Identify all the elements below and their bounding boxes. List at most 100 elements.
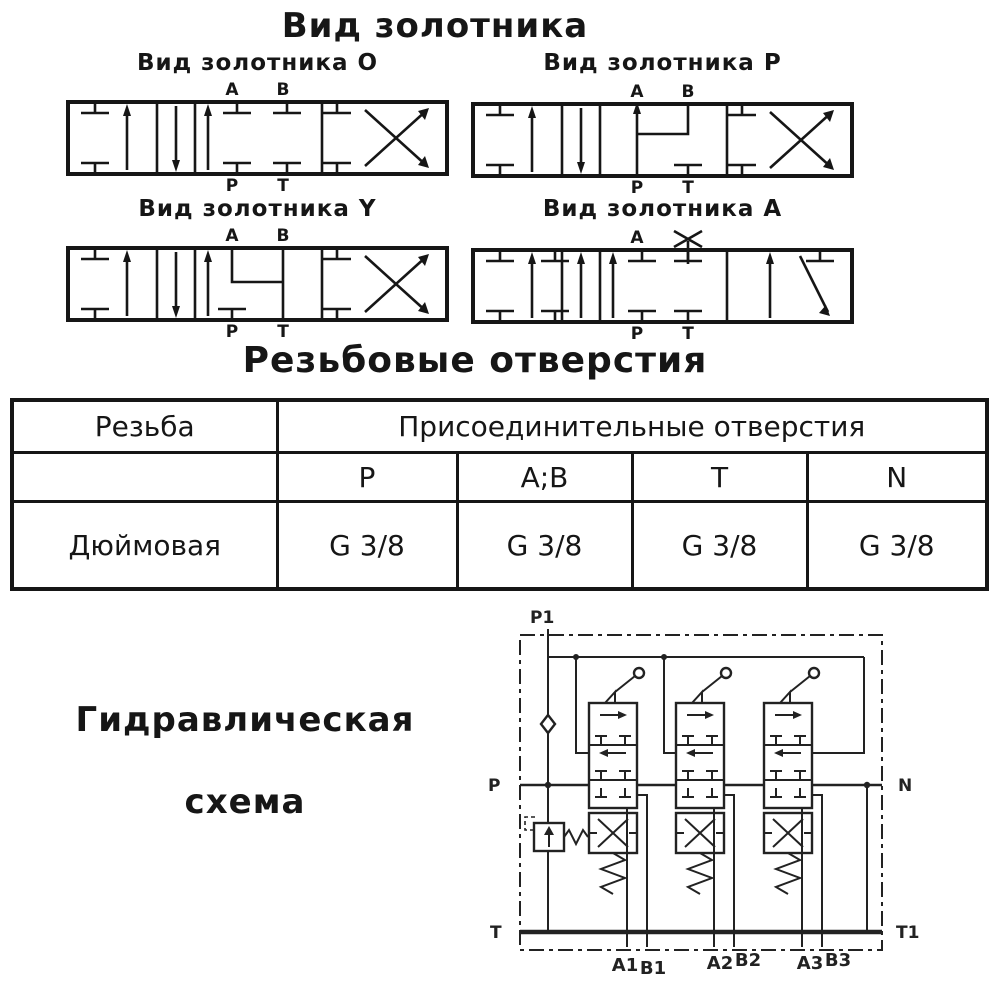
col-header-thread: Резьба	[10, 398, 279, 454]
valve-y-port-t: T	[277, 322, 289, 340]
valve-y-port-p: P	[226, 322, 238, 340]
blocked-port-icon	[628, 250, 656, 322]
hydraulic-scheme-diagram: P1 P N T T1 A1 B1 A2 B2 A3 B3	[488, 608, 919, 979]
valve-section-2	[674, 666, 733, 896]
valve-position-dividers	[560, 104, 729, 176]
valve-y-port-b: B	[277, 226, 290, 246]
up-arrow-icon	[609, 252, 617, 264]
table-row: P A;B T N	[10, 451, 989, 503]
sub-header-p: P	[275, 451, 459, 503]
monoblock-boundary	[519, 634, 883, 951]
port-label-a2: A2	[707, 953, 733, 974]
valve-y-port-a: A	[225, 226, 239, 246]
bent-connection	[230, 248, 285, 320]
valve-section-1	[587, 666, 646, 896]
crossed-flow-icon	[364, 109, 428, 167]
valve-section-3	[762, 666, 821, 896]
port-label-a3: A3	[797, 953, 823, 974]
blocked-port-icon	[323, 102, 351, 174]
blocked-port-icon	[486, 104, 514, 176]
valve-p-title: Вид золотника P	[543, 50, 782, 76]
blocked-port-icon	[81, 102, 109, 174]
blocked-port-icon	[323, 248, 351, 320]
valve-a-port-a: A	[630, 228, 644, 248]
up-arrow-icon	[528, 252, 536, 264]
sub-header-n: N	[805, 451, 989, 503]
blocked-port-icon	[541, 250, 569, 322]
crossed-flow-icon	[769, 111, 833, 169]
table-row: Резьба Присоединительные отверстия	[10, 398, 989, 454]
work-port-lines-3	[801, 794, 823, 947]
valve-p-port-t: T	[682, 178, 694, 196]
up-arrow-icon	[123, 250, 131, 262]
valve-body	[471, 248, 854, 324]
valve-o-port-t: T	[277, 176, 289, 194]
port-label-b2: B2	[735, 950, 761, 971]
blocked-port-icon	[223, 102, 251, 174]
up-arrow-icon	[766, 252, 774, 264]
valve-a-port-t: T	[682, 324, 694, 342]
valve-o-diagram: A B P T	[66, 80, 449, 194]
up-arrow-icon	[204, 250, 212, 262]
pilot-line	[524, 816, 538, 831]
hydraulic-scheme-title-line1: Гидравлическая	[75, 700, 415, 740]
port-label-p1: P1	[530, 608, 554, 628]
up-arrow-icon	[633, 102, 641, 114]
sub-header-t: T	[630, 451, 809, 503]
blocked-port-icon	[273, 102, 301, 174]
relief-valve	[524, 816, 589, 853]
valve-o-port-p: P	[226, 176, 238, 194]
value-n: G 3/8	[805, 500, 989, 591]
valve-p-port-b: B	[682, 82, 695, 102]
empty-cell	[10, 451, 279, 503]
up-arrow-icon	[528, 106, 536, 118]
valve-o-port-b: B	[277, 80, 290, 100]
valve-body	[471, 102, 854, 178]
valve-position-dividers	[155, 248, 324, 320]
valve-position-dividers	[155, 102, 324, 174]
port-label-n: N	[898, 776, 912, 796]
valve-p-port-p: P	[631, 178, 643, 196]
valve-p-port-a: A	[630, 82, 644, 102]
value-t: G 3/8	[630, 500, 809, 591]
threaded-holes-title: Резьбовые отверстия	[242, 340, 708, 381]
valve-body	[66, 246, 449, 322]
up-arrow-icon	[577, 252, 585, 264]
up-arrow-icon	[204, 104, 212, 116]
port-label-t: T	[490, 923, 502, 943]
row-label-inch: Дюймовая	[10, 500, 279, 591]
relief-spring-icon	[563, 828, 589, 847]
diagonal-flow-icon	[798, 255, 830, 313]
bent-connection	[637, 104, 690, 136]
threaded-holes-table: Резьба Присоединительные отверстия P A;B…	[10, 398, 990, 591]
work-port-lines-1	[626, 794, 648, 947]
blocked-port-icon	[806, 250, 834, 263]
blocked-port-icon	[674, 163, 702, 176]
table-row: Дюймовая G 3/8 G 3/8 G 3/8 G 3/8	[10, 500, 989, 591]
down-arrow-icon	[172, 160, 180, 172]
port-label-p: P	[488, 776, 500, 796]
port-label-b1: B1	[640, 958, 666, 979]
valve-a-port-p: P	[631, 324, 643, 342]
crossed-flow-icon	[364, 255, 428, 313]
down-arrow-icon	[577, 162, 585, 174]
blocked-port-icon	[486, 250, 514, 322]
value-ab: G 3/8	[455, 500, 634, 591]
valve-a-title: Вид золотника A	[542, 196, 783, 222]
valve-o-port-a: A	[225, 80, 239, 100]
page-title: Вид золотника	[281, 6, 589, 46]
pilot-distribution-line	[548, 656, 865, 754]
valve-a-diagram: A P T	[471, 228, 854, 342]
valve-y-diagram: A B P T	[66, 226, 449, 340]
valve-y-title: Вид золотника Y	[138, 196, 377, 222]
valve-o-title: Вид золотника O	[136, 50, 379, 76]
blocked-port-icon	[674, 250, 702, 322]
valve-body	[66, 100, 449, 176]
down-arrow-icon	[172, 306, 180, 318]
hydraulic-scheme-title-line2: схема	[184, 782, 306, 822]
port-label-t1: T1	[896, 923, 919, 943]
col-header-connection-holes: Присоединительные отверстия	[275, 398, 989, 454]
blocked-port-icon	[81, 248, 109, 320]
blocked-port-icon	[728, 104, 756, 176]
